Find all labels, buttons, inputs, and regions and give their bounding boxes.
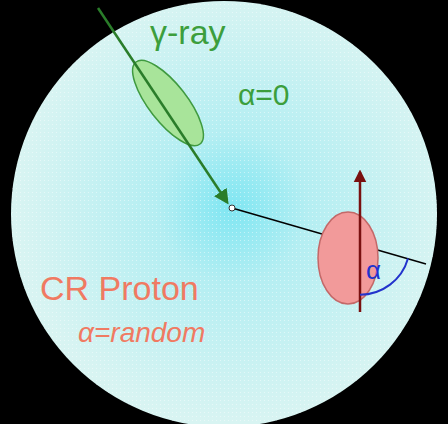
source-point [229,205,235,211]
field-circle [11,1,437,424]
gamma-alpha-label: α=0 [238,78,290,111]
gamma-ray-label: γ-ray [150,14,226,51]
field-texture [11,1,437,424]
proton-label: CR Proton [40,270,199,307]
gamma-shower-ellipse [121,50,215,155]
proton-alpha-label: α=random [78,318,205,349]
gamma-direction-arrow [98,8,227,202]
angle-symbol: α [366,256,381,285]
proton-axis-arrow [359,172,362,312]
